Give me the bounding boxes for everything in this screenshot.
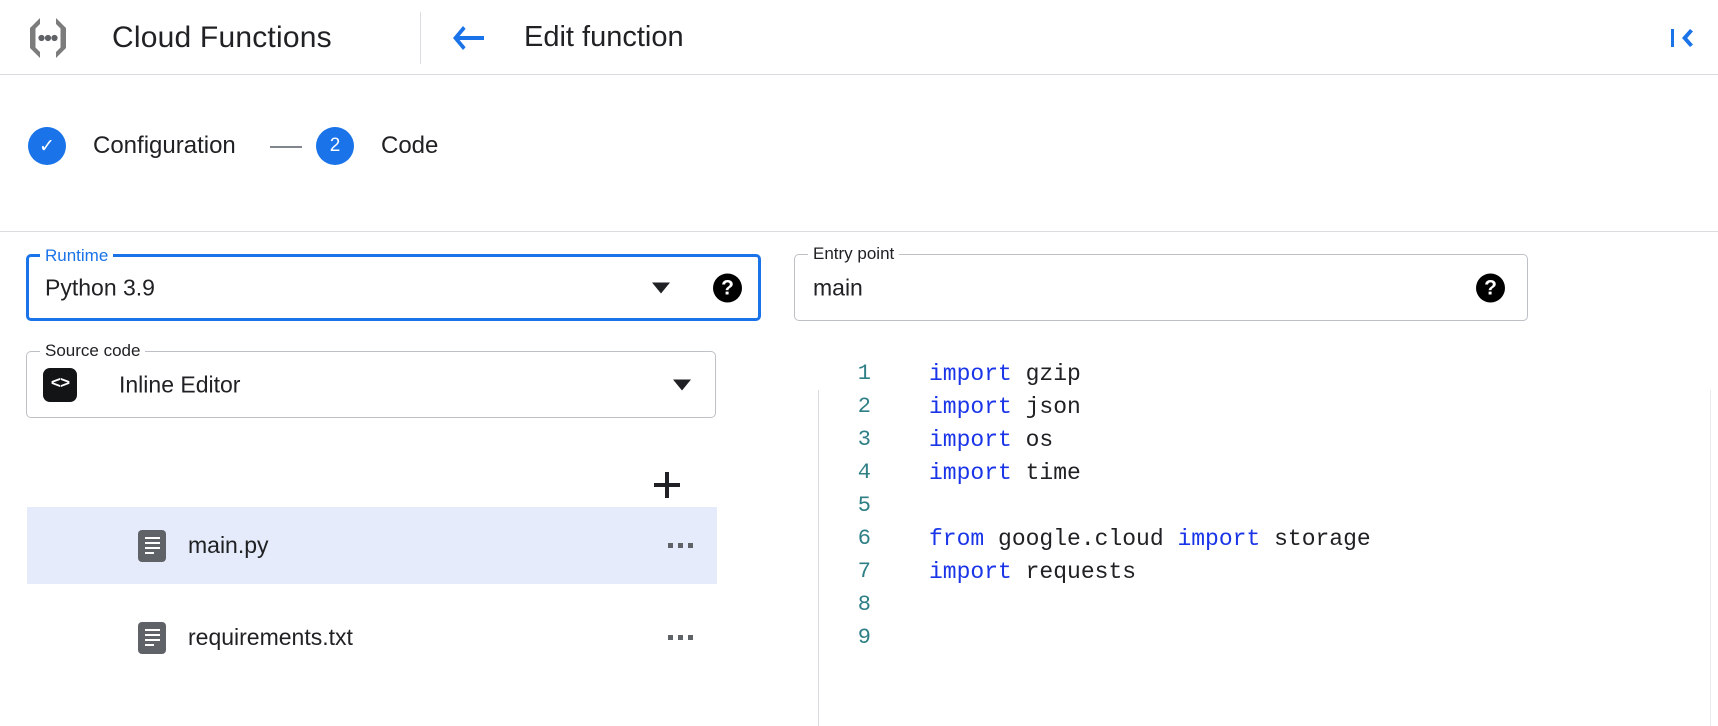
chevron-down-icon[interactable] — [652, 282, 670, 293]
code-line: 5 — [819, 489, 1710, 522]
file-list-item-main-py[interactable]: main.py — [27, 507, 717, 584]
file-list-panel: main.py requirements.txt — [0, 442, 818, 726]
line-number: 5 — [857, 493, 871, 518]
source-code-select[interactable]: Source code <> Inline Editor — [26, 341, 716, 418]
source-code-value: Inline Editor — [119, 371, 241, 397]
line-number: 1 — [857, 361, 871, 386]
source-code-label: Source code — [40, 341, 146, 361]
stepper-step-configuration[interactable]: ✓ Configuration — [28, 127, 236, 165]
code-line: 6 from google.cloud import storage — [819, 522, 1710, 555]
wizard-stepper: ✓ Configuration 2 Code — [0, 75, 1718, 232]
file-name: main.py — [188, 532, 269, 558]
step-label-configuration: Configuration — [93, 132, 236, 159]
entry-point-field[interactable]: Entry point main ? — [794, 244, 1528, 321]
app-header: Cloud Functions Edit function — [0, 0, 1718, 75]
code-line: 8 — [819, 588, 1710, 621]
more-options-icon[interactable] — [668, 543, 693, 548]
chevron-down-icon[interactable] — [673, 379, 691, 390]
code-text[interactable]: import gzip — [929, 360, 1081, 387]
line-number: 6 — [857, 526, 871, 551]
runtime-value: Python 3.9 — [45, 274, 155, 300]
editor-right-edge — [1710, 390, 1711, 726]
line-number: 7 — [857, 559, 871, 584]
entry-point-label: Entry point — [808, 244, 900, 264]
code-line: 9 — [819, 621, 1710, 654]
line-number: 8 — [857, 592, 871, 617]
line-number: 3 — [857, 427, 871, 452]
code-text[interactable]: import requests — [929, 558, 1137, 585]
help-icon[interactable]: ? — [713, 273, 742, 302]
page-title: Edit function — [524, 21, 684, 53]
line-number: 2 — [857, 394, 871, 419]
panel-divider — [818, 390, 819, 726]
back-arrow-icon[interactable] — [446, 18, 490, 58]
file-name: requirements.txt — [188, 624, 353, 650]
code-line: 2 import json — [819, 390, 1710, 423]
code-line: 7 import requests — [819, 555, 1710, 588]
more-options-icon[interactable] — [668, 635, 693, 640]
code-text[interactable]: import time — [929, 459, 1081, 486]
entry-point-value[interactable]: main — [813, 274, 863, 300]
header-divider — [420, 12, 421, 64]
line-number: 9 — [857, 625, 871, 650]
cloud-functions-logo-icon — [24, 14, 72, 62]
code-text[interactable]: from google.cloud import storage — [929, 525, 1371, 552]
step-marker-2: 2 — [316, 127, 354, 165]
runtime-select[interactable]: Runtime Python 3.9 ? — [26, 246, 761, 321]
add-file-icon[interactable] — [645, 463, 689, 507]
file-icon — [138, 529, 166, 562]
code-line: 1 import gzip — [819, 357, 1710, 390]
step-label-code: Code — [381, 132, 439, 159]
code-text[interactable]: import os — [929, 426, 1054, 453]
file-icon — [138, 621, 166, 654]
code-brackets-icon: <> — [43, 367, 77, 402]
help-icon[interactable]: ? — [1476, 273, 1505, 302]
line-number: 4 — [857, 460, 871, 485]
stepper-step-code[interactable]: 2 Code — [316, 127, 438, 165]
main-content: Runtime Python 3.9 ? Entry point main ? … — [0, 232, 1718, 726]
collapse-panel-icon[interactable] — [1662, 18, 1702, 58]
runtime-label: Runtime — [40, 246, 114, 266]
code-line: 4 import time — [819, 456, 1710, 489]
stepper-connector — [270, 146, 302, 148]
code-editor[interactable]: 1 import gzip 2 import json 3 import os 4 impor… — [819, 357, 1710, 726]
product-title: Cloud Functions — [112, 21, 332, 54]
code-line: 3 import os — [819, 423, 1710, 456]
step-marker-completed: ✓ — [28, 127, 66, 165]
file-list-item-requirements-txt[interactable]: requirements.txt — [27, 599, 717, 676]
code-text[interactable]: import json — [929, 393, 1081, 420]
